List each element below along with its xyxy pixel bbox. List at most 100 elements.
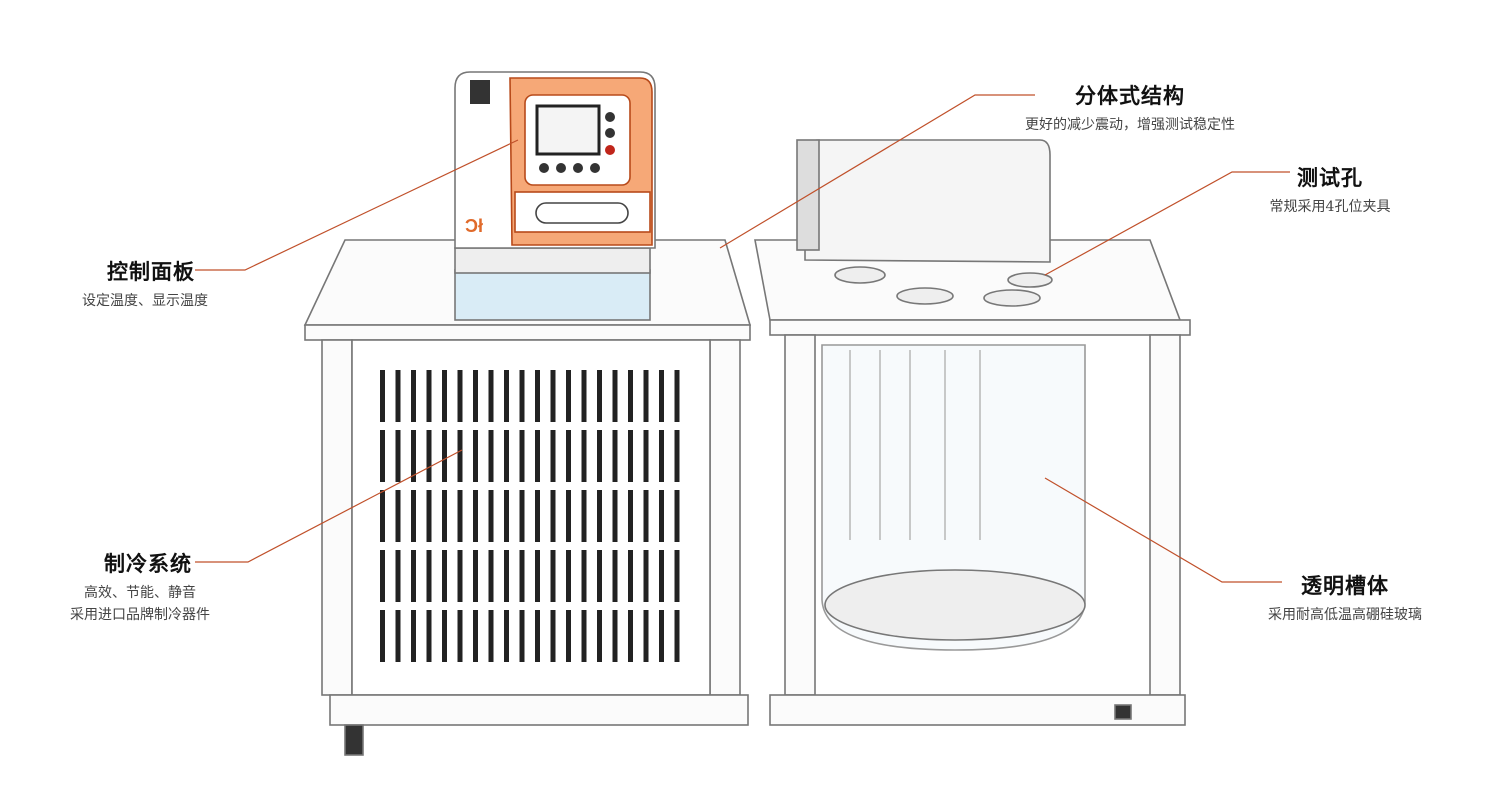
vent-slot: [426, 370, 432, 422]
vent-slot: [457, 490, 463, 542]
callout-title: 透明槽体: [1301, 573, 1389, 598]
vent-slot: [395, 370, 401, 422]
vent-slot: [457, 610, 463, 662]
callout-tank: 透明槽体 采用耐高低温高硼硅玻璃: [1235, 570, 1455, 626]
vent-grille: [380, 370, 680, 662]
vent-slot: [442, 550, 447, 602]
vent-slot: [504, 610, 509, 662]
callout-line-split: [719, 94, 1035, 249]
vent-slot: [550, 550, 556, 602]
vent-slot: [628, 610, 633, 662]
vent-slot: [504, 550, 509, 602]
callout-desc: 采用耐高低温高硼硅玻璃: [1268, 607, 1422, 623]
vent-slot: [488, 610, 494, 662]
vent-slot: [659, 610, 664, 662]
vent-slot: [659, 370, 664, 422]
vent-slot: [535, 550, 540, 602]
vent-slot: [411, 610, 416, 662]
callout-cooling: 制冷系统 高效、节能、静音 采用进口品牌制冷器件: [40, 548, 240, 626]
callout-title: 测试孔: [1297, 165, 1363, 190]
vent-slot: [457, 430, 463, 482]
vent-slot: [504, 490, 509, 542]
vent-slot: [426, 610, 432, 662]
vent-slot: [519, 430, 525, 482]
vent-slot: [674, 370, 680, 422]
vent-slot: [597, 430, 602, 482]
callout-holes: 测试孔 常规采用4孔位夹具: [1240, 162, 1420, 218]
vent-slot: [380, 550, 385, 602]
control-head: Ͻł: [454, 71, 656, 321]
vent-slot: [488, 430, 494, 482]
vent-slot: [488, 490, 494, 542]
vent-slot: [674, 490, 680, 542]
vent-slot: [659, 490, 664, 542]
vent-slot: [612, 610, 618, 662]
vent-slot: [581, 430, 587, 482]
vent-slot: [380, 430, 385, 482]
callout-line-tank: [1044, 477, 1282, 583]
vent-slot: [581, 490, 587, 542]
vent-slot: [597, 370, 602, 422]
vent-slot: [659, 550, 664, 602]
vent-slot: [566, 490, 571, 542]
vent-slot: [473, 610, 478, 662]
vent-slot: [566, 610, 571, 662]
vent-slot: [442, 490, 447, 542]
vent-slot: [597, 550, 602, 602]
vent-slot: [395, 430, 401, 482]
vent-slot: [674, 610, 680, 662]
callout-line-panel: [195, 139, 519, 271]
vent-slot: [380, 490, 385, 542]
callout-desc: 高效、节能、静音: [84, 585, 196, 601]
vent-slot: [643, 430, 649, 482]
vent-slot: [581, 550, 587, 602]
vent-slot: [442, 370, 447, 422]
vent-slot: [659, 430, 664, 482]
vent-slot: [473, 430, 478, 482]
vent-slot: [674, 550, 680, 602]
vent-slot: [519, 610, 525, 662]
vent-slot: [395, 550, 401, 602]
vent-slot: [380, 610, 385, 662]
vent-slot: [628, 430, 633, 482]
callout-title: 制冷系统: [104, 551, 192, 576]
refrigeration-unit: [303, 239, 752, 756]
vent-slot: [473, 370, 478, 422]
vent-slot: [457, 370, 463, 422]
vent-slot: [519, 490, 525, 542]
callout-desc: 更好的减少震动，增强测试稳定性: [1025, 117, 1235, 133]
callout-panel: 控制面板 设定温度、显示温度: [50, 256, 240, 312]
vent-slot: [550, 430, 556, 482]
vent-slot: [380, 370, 385, 422]
vent-slot: [426, 430, 432, 482]
svg-text:Ͻł: Ͻł: [465, 216, 483, 236]
vent-slot: [612, 490, 618, 542]
vent-slot: [535, 490, 540, 542]
vent-slot: [442, 610, 447, 662]
vent-slot: [473, 490, 478, 542]
vent-slot: [535, 370, 540, 422]
vent-slot: [566, 430, 571, 482]
vent-slot: [411, 430, 416, 482]
vent-slot: [550, 610, 556, 662]
vent-slot: [504, 430, 509, 482]
vent-slot: [411, 370, 416, 422]
vent-slot: [535, 610, 540, 662]
callout-line-cooling: [195, 449, 463, 563]
vent-slot: [519, 550, 525, 602]
callout-desc: 设定温度、显示温度: [82, 293, 208, 309]
callout-split: 分体式结构 更好的减少震动，增强测试稳定性: [1000, 80, 1260, 136]
vent-slot: [488, 550, 494, 602]
callout-title: 分体式结构: [1075, 83, 1185, 108]
vent-slot: [550, 370, 556, 422]
vent-slot: [674, 430, 680, 482]
vent-slot: [597, 610, 602, 662]
vent-slot: [426, 550, 432, 602]
vent-slot: [550, 490, 556, 542]
vent-slot: [426, 490, 432, 542]
vent-slot: [457, 550, 463, 602]
vent-slot: [566, 550, 571, 602]
callout-line-holes: [1044, 171, 1290, 276]
